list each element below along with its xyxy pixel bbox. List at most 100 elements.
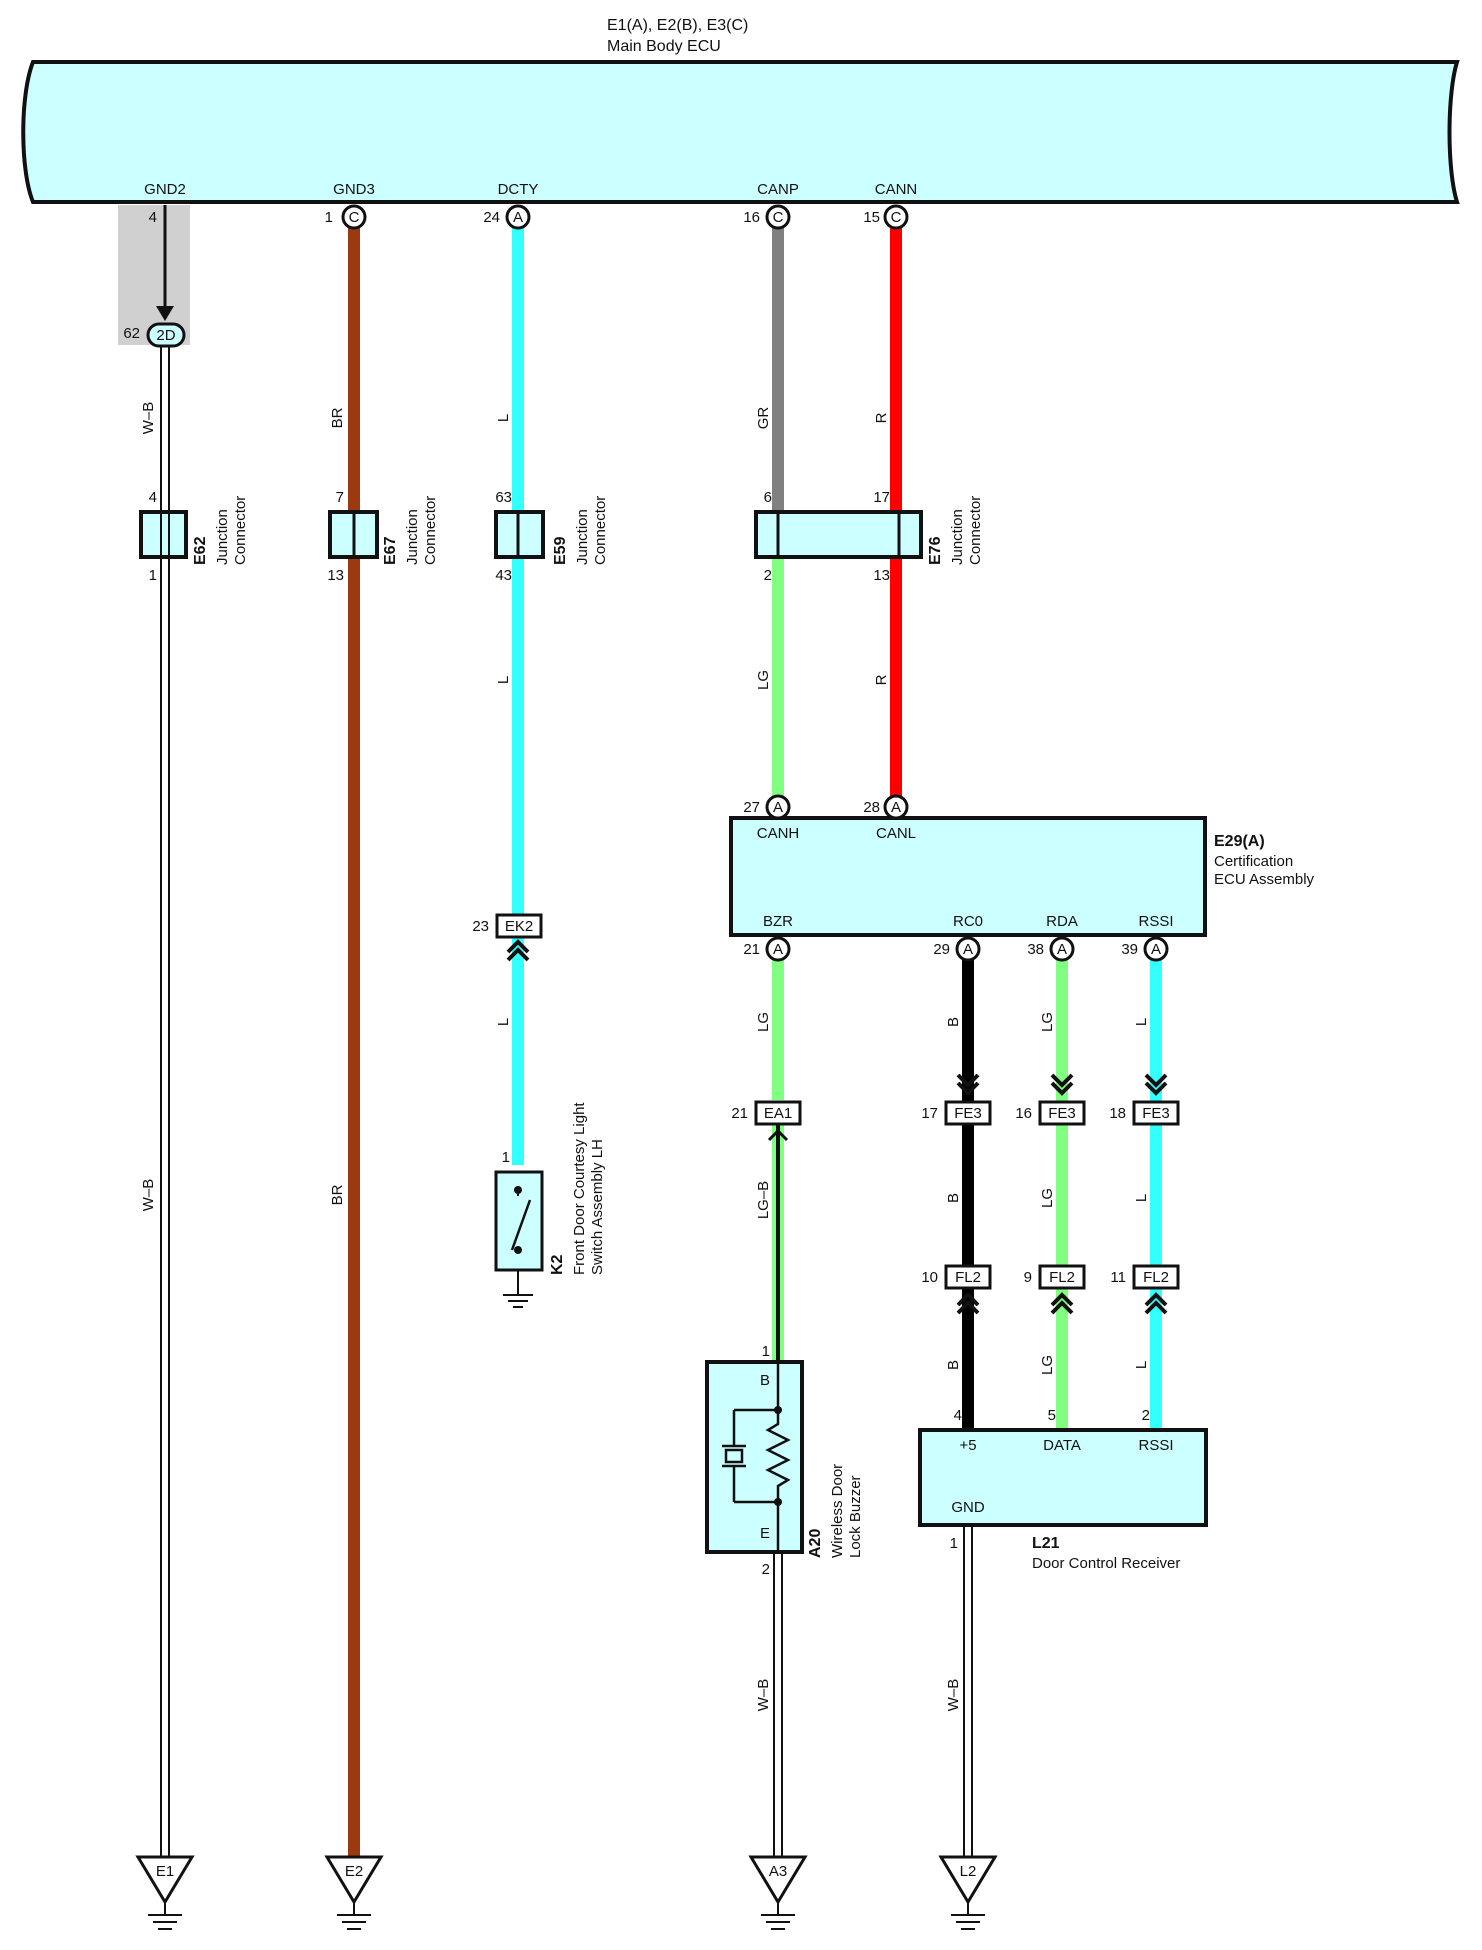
pin-fl2-rssi: 11 [1110, 1269, 1126, 1286]
inline-fe3-rda [1038, 1100, 1086, 1126]
wire-label-l-4: L [1133, 1018, 1150, 1026]
terminal-cann: CANN [875, 181, 918, 198]
e29-l1: Certification [1214, 853, 1293, 870]
inline-fe3-rco-label: FE3 [954, 1105, 982, 1122]
switch-k2-id: K2 [549, 1254, 566, 1275]
inline-fl2-rssi-label: FL2 [1143, 1269, 1169, 1286]
e29-term-rda: RDA [1046, 913, 1078, 930]
pin-k2: 1 [502, 1149, 510, 1166]
inline-fl2-rco-label: FL2 [955, 1269, 981, 1286]
pin-canh: 27 [743, 799, 760, 816]
pin-e59-out: 43 [495, 567, 512, 584]
chevron-down-icon [1050, 1073, 1074, 1096]
chevron-up-icon [1050, 1292, 1074, 1315]
badge-rssi [1143, 936, 1169, 962]
junction-e76-l1: Junction [949, 509, 966, 565]
inline-fe3-rco [944, 1100, 992, 1126]
l21-term-5v: +5 [959, 1437, 976, 1454]
inline-ea1 [754, 1100, 802, 1126]
badge-rco-label: A [963, 941, 973, 958]
wire-gnd2 [156, 205, 174, 1880]
wire-a20-ground [773, 1552, 783, 1880]
chevron-down-icon [1144, 1073, 1168, 1096]
wire-label-l-6: L [1133, 1361, 1150, 1369]
wire-label-l-5: L [1133, 1194, 1150, 1202]
inline-fe3-rssi-label: FE3 [1142, 1105, 1170, 1122]
junction-e76-l2: Connector [967, 496, 984, 565]
pin-a20-b: 1 [762, 1343, 770, 1360]
junction-e67-l1: Junction [404, 509, 421, 565]
badge-bzr-label: A [773, 941, 783, 958]
wire-label-lg-3: LG [1039, 1012, 1056, 1032]
inline-fl2-rda-label: FL2 [1049, 1269, 1075, 1286]
junction-e62-id: E62 [192, 536, 209, 565]
switch-k2-l1: Front Door Courtesy Light [571, 1102, 588, 1275]
ground-e2-label: E2 [345, 1863, 363, 1880]
wire-label-gr: GR [755, 407, 772, 430]
wire-label-wb-2: W–B [140, 1179, 157, 1212]
wire-label-br-1: BR [329, 407, 346, 428]
badge-canh-label: A [773, 799, 783, 816]
pin-e76-out-b: 13 [873, 567, 890, 584]
terminal-dcty: DCTY [498, 181, 539, 198]
buzzer-a20 [705, 1360, 804, 1554]
ground-symbol-icon [503, 1294, 533, 1308]
inline-ek2-label: EK2 [505, 918, 533, 935]
wire-label-b-3: B [945, 1360, 962, 1370]
wire-label-b-2: B [945, 1193, 962, 1203]
pin-ek2: 23 [472, 918, 489, 935]
buzzer-circuit-icon [722, 1362, 791, 1552]
buzzer-a20-l2: Lock Buzzer [847, 1475, 864, 1558]
junction-e62-l1: Junction [214, 509, 231, 565]
pin-e76-in-a: 6 [764, 489, 772, 506]
wire-label-l-2: L [495, 676, 512, 684]
ground-l2-label: L2 [960, 1863, 977, 1880]
junction-e62 [139, 510, 188, 559]
ground-a3 [748, 1855, 808, 1930]
badge-cann [883, 204, 909, 230]
ground-e1-label: E1 [156, 1863, 174, 1880]
junction-e76 [754, 510, 923, 559]
l21-id: L21 [1032, 1535, 1060, 1552]
e29-id: E29(A) [1214, 833, 1265, 850]
badge-canh [765, 794, 791, 820]
pin-fl2-rda: 9 [1024, 1269, 1032, 1286]
terminal-gnd2: GND2 [144, 181, 186, 198]
wire-label-r-2: R [873, 674, 890, 685]
wire-label-br-2: BR [329, 1184, 346, 1205]
junction-e67-l2: Connector [422, 496, 439, 565]
junction-e76-id: E76 [927, 536, 944, 565]
pin-cann: 15 [863, 209, 880, 226]
wire-label-l-1: L [495, 414, 512, 422]
junction-e67-id: E67 [382, 536, 399, 565]
badge-canp-label: C [773, 209, 784, 226]
junction-e62-l2: Connector [232, 496, 249, 565]
pin-dcty: 24 [483, 209, 500, 226]
pin-canp: 16 [743, 209, 760, 226]
inline-fl2-rco [944, 1264, 992, 1290]
switch-k2-l2: Switch Assembly LH [589, 1139, 606, 1275]
pin-e67-out: 13 [327, 567, 344, 584]
pin-l21-rssi: 2 [1142, 1407, 1150, 1424]
chevron-up-icon [506, 939, 530, 962]
chevron-up-icon [767, 1128, 789, 1142]
pin-e76-out-a: 2 [764, 567, 772, 584]
ground-l2 [938, 1855, 998, 1930]
badge-dcty [505, 204, 531, 230]
wire-label-lg-2: LG [755, 1012, 772, 1032]
pin-a20-e: 2 [762, 1561, 770, 1578]
badge-rda [1049, 936, 1075, 962]
inline-fl2-rssi [1132, 1264, 1180, 1290]
ecu-id: E1(A), E2(B), E3(C) [607, 17, 748, 34]
e29-term-canh: CANH [757, 825, 800, 842]
badge-rda-label: A [1057, 941, 1067, 958]
badge-gnd3 [341, 204, 367, 230]
pin-l21-data: 5 [1048, 1407, 1056, 1424]
wire-label-lgb: LG–B [755, 1181, 772, 1219]
wire-label-lg-5: LG [1039, 1355, 1056, 1375]
wire-l21-ground [963, 1525, 973, 1880]
ground-e2 [324, 1855, 384, 1930]
pin-ea1: 21 [731, 1105, 748, 1122]
junction-e59-l2: Connector [592, 496, 609, 565]
switch-blade-icon [510, 1199, 532, 1251]
